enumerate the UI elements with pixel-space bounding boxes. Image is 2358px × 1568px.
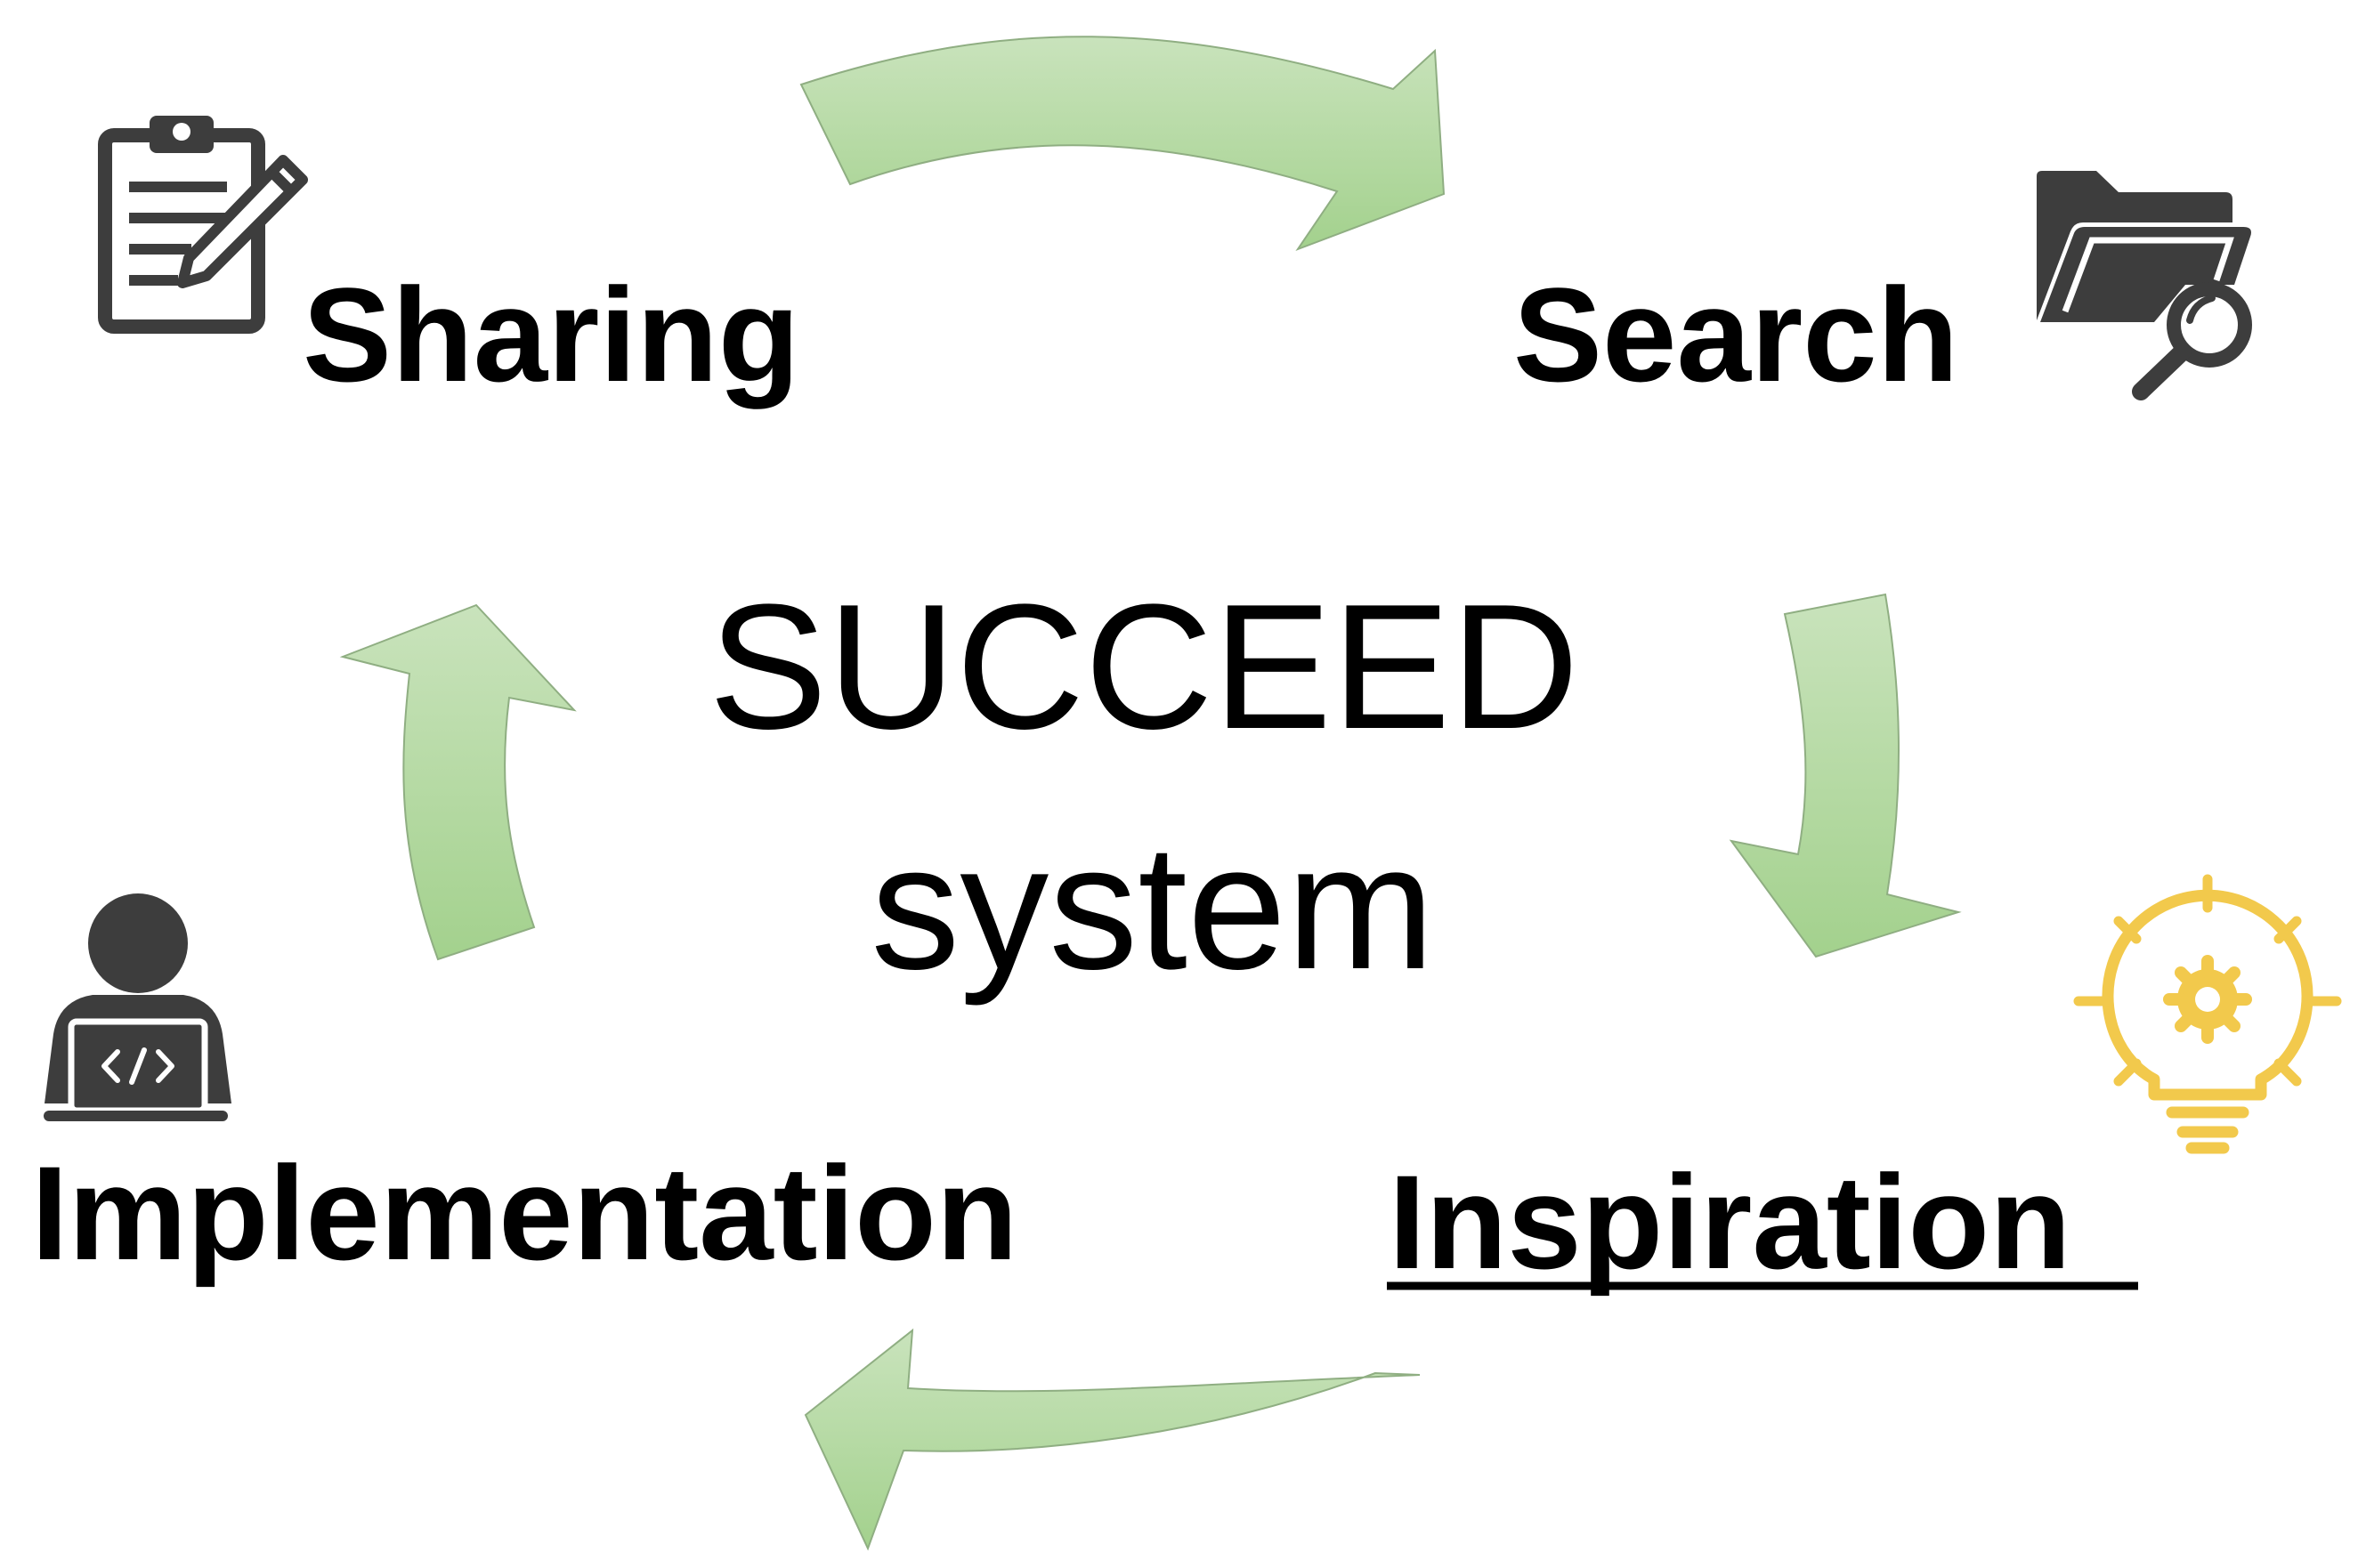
arrow-search-to-inspiration bbox=[1729, 593, 1962, 958]
stage-label-implementation: Implementation bbox=[31, 1138, 1017, 1288]
stage-label-sharing: Sharing bbox=[303, 260, 799, 409]
stage-label-inspiration: Inspiration bbox=[1389, 1147, 2071, 1297]
stage-label-search: Search bbox=[1513, 260, 1958, 409]
developer-laptop-icon bbox=[44, 893, 231, 1121]
diagram-subtitle: system bbox=[871, 808, 1434, 1006]
lightbulb-gear-icon bbox=[2073, 874, 2342, 1154]
arrow-sharing-to-search bbox=[799, 36, 1446, 252]
arrow-implementation-to-sharing bbox=[339, 603, 577, 961]
folder-magnifier-icon bbox=[2037, 171, 2252, 400]
diagram-title: SUCCEED bbox=[709, 568, 1579, 766]
arrow-inspiration-to-implementation bbox=[804, 1328, 1421, 1551]
clipboard-pencil-icon bbox=[98, 116, 308, 334]
